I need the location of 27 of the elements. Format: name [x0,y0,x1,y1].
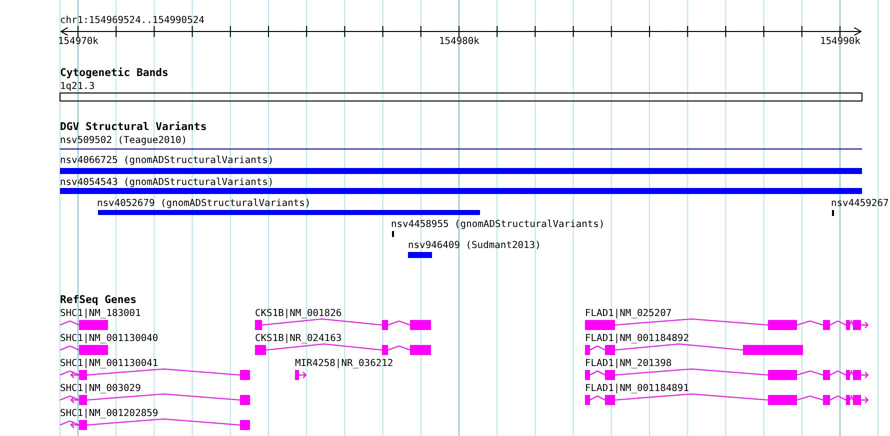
track-title: RefSeq Genes [60,295,137,306]
feature-label: nsv946409 (Sudmant2013) [408,240,541,251]
feature-label: nsv4066725 (gnomADStructuralVariants) [60,155,274,166]
feature-label: nsv4052679 (gnomADStructuralVariants) [97,198,311,209]
feature-label: SHC1|NM_003029 [60,383,141,394]
band-label: 1q21.3 [60,81,95,92]
feature-label: CKS1B|NM_001826 [255,308,342,319]
feature-label: MIR4258|NR_036212 [295,358,394,369]
feature-label: FLAD1|NM_001184892 [585,333,689,344]
feature-label: CKS1B|NR_024163 [255,333,342,344]
feature-label: SHC1|NM_001130040 [60,333,158,344]
tick-label: 154990k [820,36,860,47]
feature-label: SHC1|NM_183001 [60,308,141,319]
track-title: Cytogenetic Bands [60,68,168,79]
feature-label: FLAD1|NM_201398 [585,358,672,369]
tick-label: 154980k [439,36,480,47]
feature-label: nsv4458955 (gnomADStructuralVariants) [391,219,605,230]
track-title: DGV Structural Variants [60,122,207,133]
feature-label: nsv4054543 (gnomADStructuralVariants) [60,177,274,188]
feature-label: SHC1|NM_001130041 [60,358,158,369]
feature-label: nsv509502 (Teague2010) [60,135,188,146]
feature-label: FLAD1|NM_025207 [585,308,672,319]
feature-label: nsv4459267 [831,198,889,209]
feature-label: SHC1|NM_001202859 [60,408,158,419]
tick-label: 154970k [58,36,98,47]
feature-label: FLAD1|NM_001184891 [585,383,689,394]
coordinate-label: chr1:154969524..154990524 [60,15,204,26]
